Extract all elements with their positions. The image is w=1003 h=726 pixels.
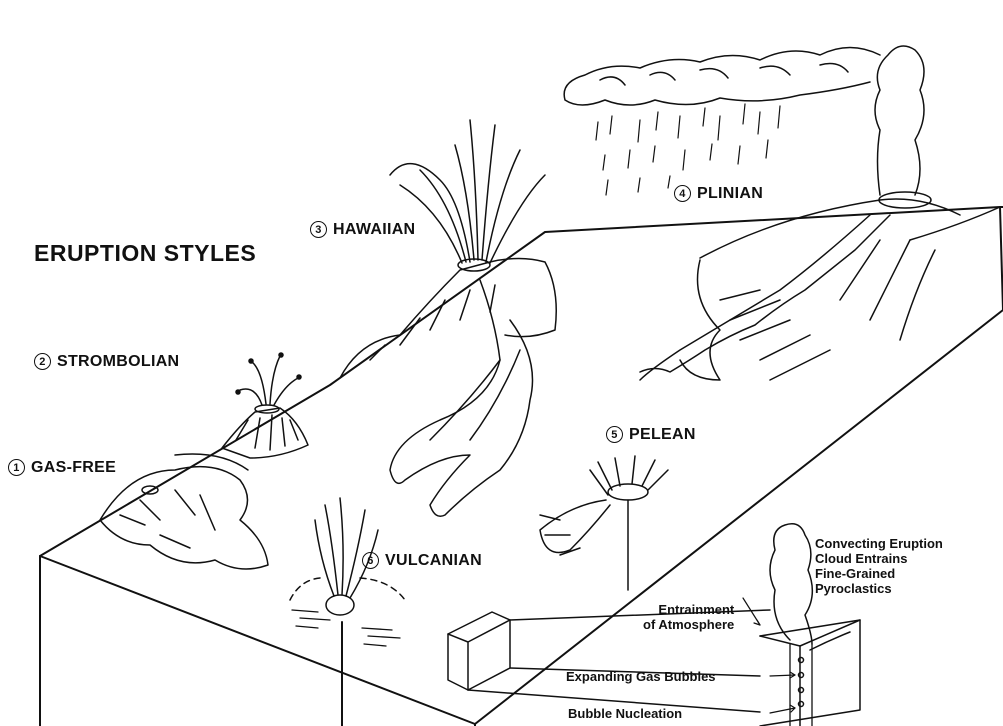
- number-badge: 5: [606, 426, 623, 443]
- diagram-title: ERUPTION STYLES: [34, 242, 256, 265]
- number-badge: 3: [310, 221, 327, 238]
- cloud-note-line: Fine-Grained: [815, 566, 943, 581]
- style-name: STROMBOLIAN: [57, 353, 179, 370]
- label-vulcanian: 6 VULCANIAN: [362, 552, 482, 569]
- number-badge: 1: [8, 459, 25, 476]
- entrainment-note: Entrainment of Atmosphere: [643, 602, 734, 632]
- entrainment-note-line: Entrainment: [643, 602, 734, 617]
- style-name: PELEAN: [629, 426, 696, 443]
- number-badge: 2: [34, 353, 51, 370]
- bubble-nucleation-note: Bubble Nucleation: [568, 707, 682, 720]
- label-pelean: 5 PELEAN: [606, 426, 696, 443]
- label-strombolian: 2 STROMBOLIAN: [34, 353, 179, 370]
- style-name: HAWAIIAN: [333, 221, 415, 238]
- terrain-block: [40, 207, 1003, 726]
- number-badge: 4: [674, 185, 691, 202]
- label-gas-free: 1 GAS-FREE: [8, 459, 116, 476]
- water-lines: [292, 610, 400, 646]
- cloud-note-line: Convecting Eruption: [815, 536, 943, 551]
- ash-fall: [596, 104, 780, 195]
- label-hawaiian: 3 HAWAIIAN: [310, 221, 415, 238]
- expanding-bubbles-note: Expanding Gas Bubbles: [566, 670, 716, 683]
- number-badge: 6: [362, 552, 379, 569]
- pelean-dome: [540, 456, 668, 590]
- style-name: VULCANIAN: [385, 552, 482, 569]
- entrainment-note-line: of Atmosphere: [643, 617, 734, 632]
- label-plinian: 4 PLINIAN: [674, 185, 763, 202]
- style-name: PLINIAN: [697, 185, 763, 202]
- hawaiian-volcano: [340, 120, 556, 516]
- style-name: GAS-FREE: [31, 459, 116, 476]
- cloud-note: Convecting Eruption Cloud Entrains Fine-…: [815, 536, 943, 596]
- cloud-note-line: Pyroclastics: [815, 581, 943, 596]
- inset-arrows: [743, 598, 795, 713]
- cloud-note-line: Cloud Entrains: [815, 551, 943, 566]
